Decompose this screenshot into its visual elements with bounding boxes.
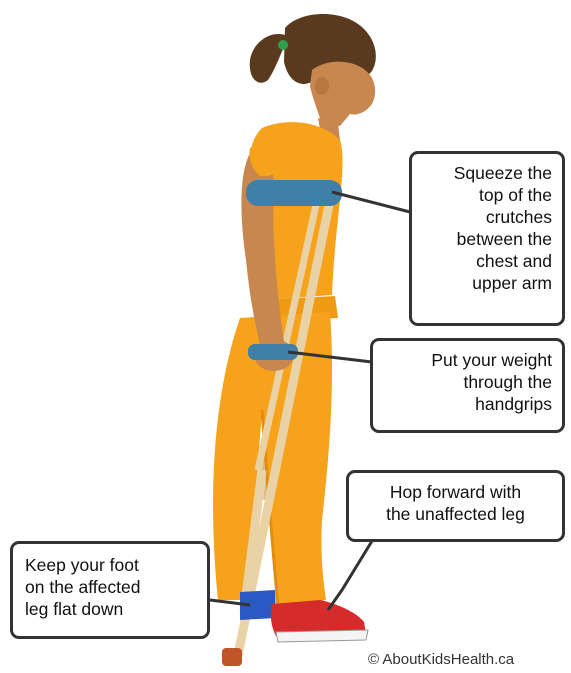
callout-foot: Keep your foot on the affected leg flat … — [10, 541, 210, 639]
callout-foot-text: Keep your foot on the affected leg flat … — [25, 554, 199, 620]
callout-squeeze: Squeeze the top of the crutches between … — [409, 151, 565, 326]
underarm-pad — [246, 180, 342, 206]
callout-weight: Put your weight through the handgrips — [370, 338, 565, 433]
copyright-credit: © AboutKidsHealth.ca — [368, 651, 514, 668]
callout-squeeze-text: Squeeze the top of the crutches between … — [420, 162, 552, 294]
callout-hop-text: Hop forward with the unaffected leg — [357, 481, 554, 525]
callout-hop: Hop forward with the unaffected leg — [346, 470, 565, 542]
callout-weight-text: Put your weight through the handgrips — [381, 349, 552, 415]
